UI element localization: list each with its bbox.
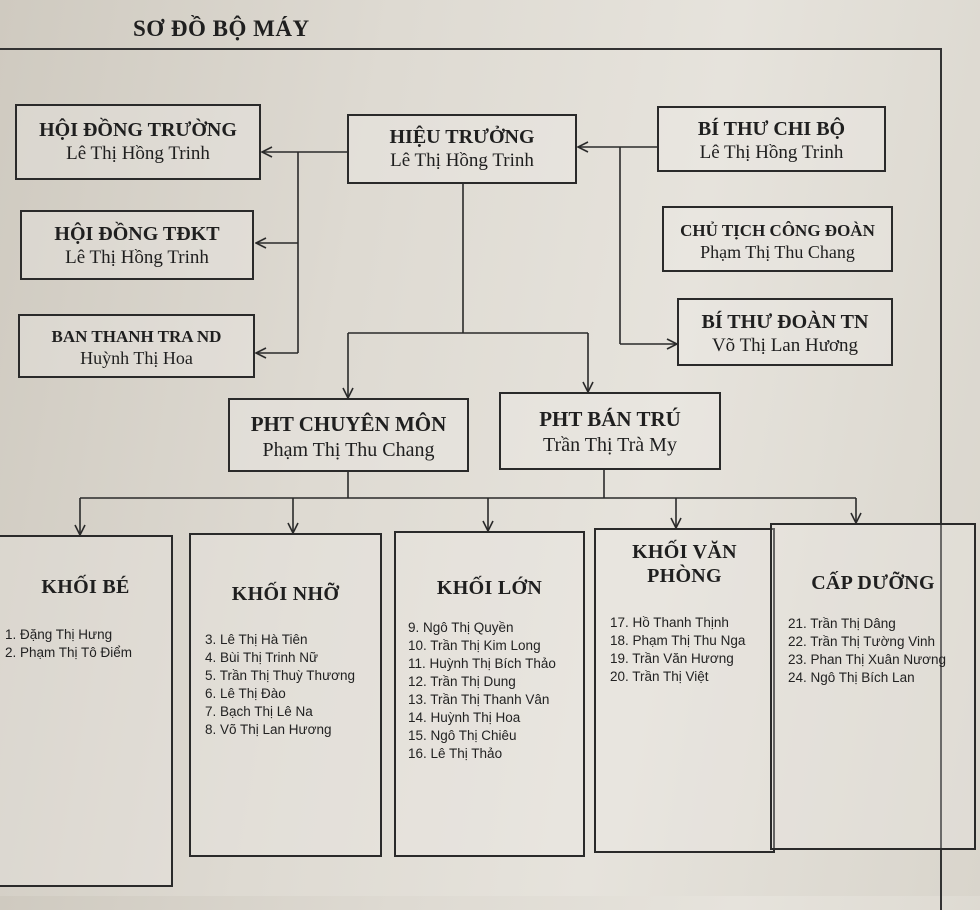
column-cap-duong: CẤP DƯỠNG 21. Trần Thị Dâng 22. Trần Thị… (770, 523, 976, 850)
list-item: 4. Bùi Thị Trinh Nữ (205, 650, 319, 665)
box-title: PHT BÁN TRÚ (539, 407, 681, 431)
list-item: 21. Trần Thị Dâng (788, 616, 896, 631)
box-title: BÍ THƯ CHI BỘ (697, 118, 846, 140)
column-khoi-van-phong: KHỐI VĂN PHÒNG 17. Hồ Thanh Thịnh 18. Ph… (594, 528, 775, 853)
list-item: 20. Trần Thị Việt (610, 669, 709, 684)
member-list: 3. Lê Thị Hà Tiên 4. Bùi Thị Trinh Nữ 5.… (205, 631, 355, 739)
box-person: Võ Thị Lan Hương (711, 335, 859, 356)
list-item: 23. Phan Thị Xuân Nương (788, 652, 946, 667)
box-hoi-dong-tdkt: HỘI ĐỒNG TĐKT Lê Thị Hồng Trinh (20, 210, 254, 280)
list-item: 7. Bạch Thị Lê Na (205, 704, 313, 719)
box-pht-ban-tru: PHT BÁN TRÚ Trần Thị Trà My (499, 392, 721, 470)
box-title: PHT CHUYÊN MÔN (250, 412, 447, 436)
box-title: CHỦ TỊCH CÔNG ĐOÀN (680, 221, 875, 240)
member-list: 21. Trần Thị Dâng 22. Trần Thị Tường Vin… (788, 615, 946, 687)
column-title: KHỐI NHỠ (231, 583, 340, 605)
list-item: 15. Ngô Thị Chiêu (408, 728, 517, 743)
list-item: 14. Huỳnh Thị Hoa (408, 710, 521, 725)
box-bi-thu-chi-bo: BÍ THƯ CHI BỘ Lê Thị Hồng Trinh (657, 106, 886, 172)
column-khoi-lon: KHỐI LỚN 9. Ngô Thị Quyền 10. Trần Thị K… (394, 531, 585, 857)
box-title: HỘI ĐỒNG TRƯỜNG (39, 119, 237, 141)
box-title: HIỆU TRƯỞNG (389, 126, 535, 148)
diagram-frame (0, 48, 942, 910)
list-item: 18. Phạm Thị Thu Nga (610, 633, 746, 648)
list-item: 5. Trần Thị Thuỳ Thương (205, 668, 355, 683)
box-person: Huỳnh Thị Hoa (80, 348, 193, 368)
column-khoi-be: KHỐI BÉ 1. Đặng Thị Hưng 2. Phạm Thị Tô … (0, 535, 173, 887)
box-person: Lê Thị Hồng Trinh (699, 142, 844, 163)
member-list: 1. Đặng Thị Hưng 2. Phạm Thị Tô Điểm (5, 626, 132, 662)
box-hieu-truong: HIỆU TRƯỞNG Lê Thị Hồng Trinh (347, 114, 577, 184)
list-item: 8. Võ Thị Lan Hương (205, 722, 332, 737)
list-item: 11. Huỳnh Thị Bích Thảo (408, 656, 556, 671)
box-person: Lê Thị Hồng Trinh (390, 150, 534, 171)
box-person: Trần Thị Trà My (543, 434, 677, 456)
list-item: 2. Phạm Thị Tô Điểm (5, 645, 133, 660)
box-title: BAN THANH TRA ND (51, 327, 222, 346)
box-chu-tich-cong-doan: CHỦ TỊCH CÔNG ĐOÀN Phạm Thị Thu Chang (662, 206, 893, 272)
list-item: 16. Lê Thị Thảo (408, 746, 503, 761)
member-list: 9. Ngô Thị Quyền 10. Trần Thị Kim Long 1… (408, 619, 556, 763)
box-person: Phạm Thị Thu Chang (700, 242, 855, 262)
column-khoi-nho: KHỐI NHỠ 3. Lê Thị Hà Tiên 4. Bùi Thị Tr… (189, 533, 382, 857)
list-item: 22. Trần Thị Tường Vinh (788, 634, 935, 649)
box-person: Phạm Thị Thu Chang (262, 439, 435, 461)
list-item: 6. Lê Thị Đào (205, 686, 286, 701)
box-hoi-dong-truong: HỘI ĐỒNG TRƯỜNG Lê Thị Hồng Trinh (15, 104, 261, 180)
list-item: 13. Trần Thị Thanh Vân (408, 692, 550, 707)
box-bi-thu-doan: BÍ THƯ ĐOÀN TN Võ Thị Lan Hương (677, 298, 893, 366)
list-item: 17. Hồ Thanh Thịnh (610, 615, 729, 630)
list-item: 9. Ngô Thị Quyền (408, 620, 514, 635)
column-title: PHÒNG (647, 565, 722, 587)
list-item: 3. Lê Thị Hà Tiên (205, 632, 308, 647)
column-title: KHỐI VĂN (632, 541, 737, 563)
box-ban-thanh-tra: BAN THANH TRA ND Huỳnh Thị Hoa (18, 314, 255, 378)
list-item: 12. Trần Thị Dung (408, 674, 516, 689)
column-title: KHỐI BÉ (41, 576, 130, 598)
member-list: 17. Hồ Thanh Thịnh 18. Phạm Thị Thu Nga … (610, 614, 745, 686)
list-item: 1. Đặng Thị Hưng (5, 627, 113, 642)
column-title: CẤP DƯỠNG (811, 572, 935, 594)
list-item: 10. Trần Thị Kim Long (408, 638, 541, 653)
column-title: KHỐI LỚN (436, 577, 543, 599)
box-person: Lê Thị Hồng Trinh (66, 143, 210, 164)
box-person: Lê Thị Hồng Trinh (65, 247, 209, 268)
box-title: BÍ THƯ ĐOÀN TN (701, 311, 869, 333)
page-title: SƠ ĐỒ BỘ MÁY (133, 16, 310, 41)
box-pht-chuyen-mon: PHT CHUYÊN MÔN Phạm Thị Thu Chang (228, 398, 469, 472)
box-title: HỘI ĐỒNG TĐKT (54, 223, 220, 245)
list-item: 24. Ngô Thị Bích Lan (788, 670, 915, 685)
list-item: 19. Trần Văn Hương (610, 651, 734, 666)
